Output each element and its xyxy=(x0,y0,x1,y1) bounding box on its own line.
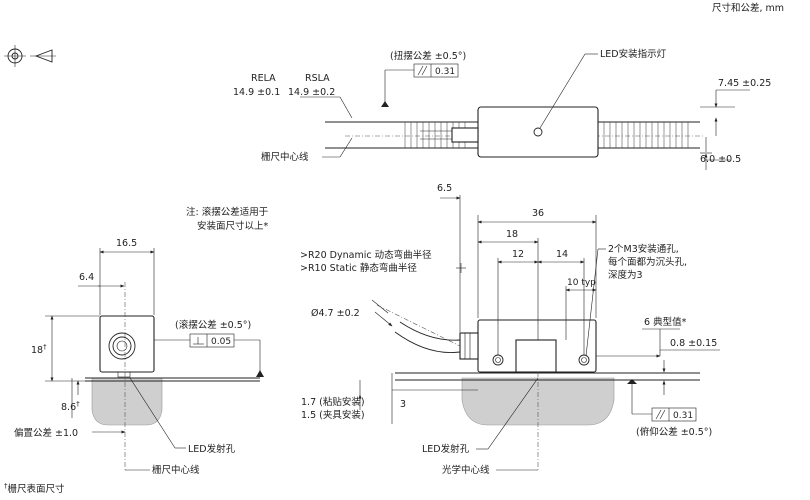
optical-centerline-label: 光学中心线 xyxy=(442,464,490,476)
mount-holes-line3: 深度为3 xyxy=(608,269,643,281)
pitch-fcf-value: 0.31 xyxy=(673,411,693,421)
dim-14: 14 xyxy=(556,249,568,260)
roll-note-line1: 注: 滚摆公差适用于 xyxy=(186,206,268,218)
scale-centerline-label-front: 栅尺中心线 xyxy=(152,464,200,476)
dim-3: 3 xyxy=(400,399,406,410)
led-emit-hole-front: LED发射孔 xyxy=(188,443,236,455)
cable-gland-icon xyxy=(108,332,136,360)
roll-note-line2: 安装面尺寸以上* xyxy=(197,220,269,232)
dim-0-8: 0.8 ±0.15 xyxy=(670,338,717,349)
rela-value: 14.9 ±0.1 xyxy=(233,87,280,98)
roll-tolerance: (滚摆公差 ±0.5°) xyxy=(175,319,251,331)
roll-fcf-value: 0.05 xyxy=(211,337,231,347)
rela-label: RELA xyxy=(251,73,276,84)
dim-7-45: 7.45 ±0.25 xyxy=(718,78,771,89)
bend-radius-dynamic: >R20 Dynamic 动态弯曲半径 xyxy=(300,249,432,261)
mounting-surface-front xyxy=(91,377,163,426)
led-mount-light-label: LED安装指示灯 xyxy=(600,48,667,60)
yaw-tolerance: (扭摆公差 ±0.5°) xyxy=(390,50,466,62)
front-view: 注: 滚摆公差适用于 安装面尺寸以上* 16.5 6.4 18† 8.6† (滚… xyxy=(4,206,269,495)
mount-holes-line1: 2个M3安装通孔, xyxy=(608,243,679,255)
dim-1-5: 1.5 (夹具安装) xyxy=(301,409,365,421)
readhead-body-top xyxy=(477,106,599,158)
rsla-label: RSLA xyxy=(305,73,330,84)
dim-1-7: 1.7 (粘贴安装) xyxy=(301,396,365,408)
cable xyxy=(399,321,461,341)
units-note: 尺寸和公差, mm xyxy=(712,2,784,14)
cable-diameter: Ø4.7 ±0.2 xyxy=(311,308,360,319)
dim-6-0: 6.0 ±0.5 xyxy=(700,154,741,165)
projection-symbol-icon xyxy=(4,45,56,67)
footnote: †栅尺表面尺寸 xyxy=(4,482,65,495)
led-indicator-icon xyxy=(533,127,543,137)
dim-8-6: 8.6† xyxy=(61,400,80,413)
readhead-body-front xyxy=(99,315,155,373)
dim-10-typ: 10 typ xyxy=(567,278,596,288)
pitch-tolerance: (俯仰公差 ±0.5°) xyxy=(636,426,712,438)
roll-feature-control-frame: 0.05 xyxy=(189,333,235,348)
dim-6-4: 6.4 xyxy=(79,272,94,283)
dim-6-typ: 6 典型值* xyxy=(644,316,687,328)
yaw-feature-control-frame: 0.31 xyxy=(413,63,459,78)
mounting-surface-side xyxy=(461,377,615,426)
top-view: RELA 14.9 ±0.1 RSLA 14.9 ±0.2 (扭摆公差 ±0.5… xyxy=(233,48,771,170)
rsla-value: 14.9 ±0.2 xyxy=(288,87,335,98)
led-emit-hole-side: LED发射孔 xyxy=(422,443,470,455)
dim-16-5: 16.5 xyxy=(116,238,137,249)
mount-holes-line2: 每个面都为沉头孔, xyxy=(608,256,687,268)
bend-radius-static: >R10 Static 静态弯曲半径 xyxy=(300,262,417,274)
dim-18-front: 18† xyxy=(31,343,47,356)
dim-12: 12 xyxy=(512,249,524,260)
dim-6-5: 6.5 xyxy=(437,183,452,194)
offset-tolerance: 偏置公差 ±1.0 xyxy=(14,427,78,439)
side-view: 6.5 36 18 12 14 10 typ >R20 Dynamic 动态弯曲… xyxy=(300,183,720,476)
scale-centerline-label-top: 栅尺中心线 xyxy=(261,151,309,163)
yaw-fcf-value: 0.31 xyxy=(435,67,455,77)
dim-18-side: 18 xyxy=(506,229,518,240)
dim-36: 36 xyxy=(532,208,544,219)
pitch-feature-control-frame: 0.31 xyxy=(651,407,697,422)
